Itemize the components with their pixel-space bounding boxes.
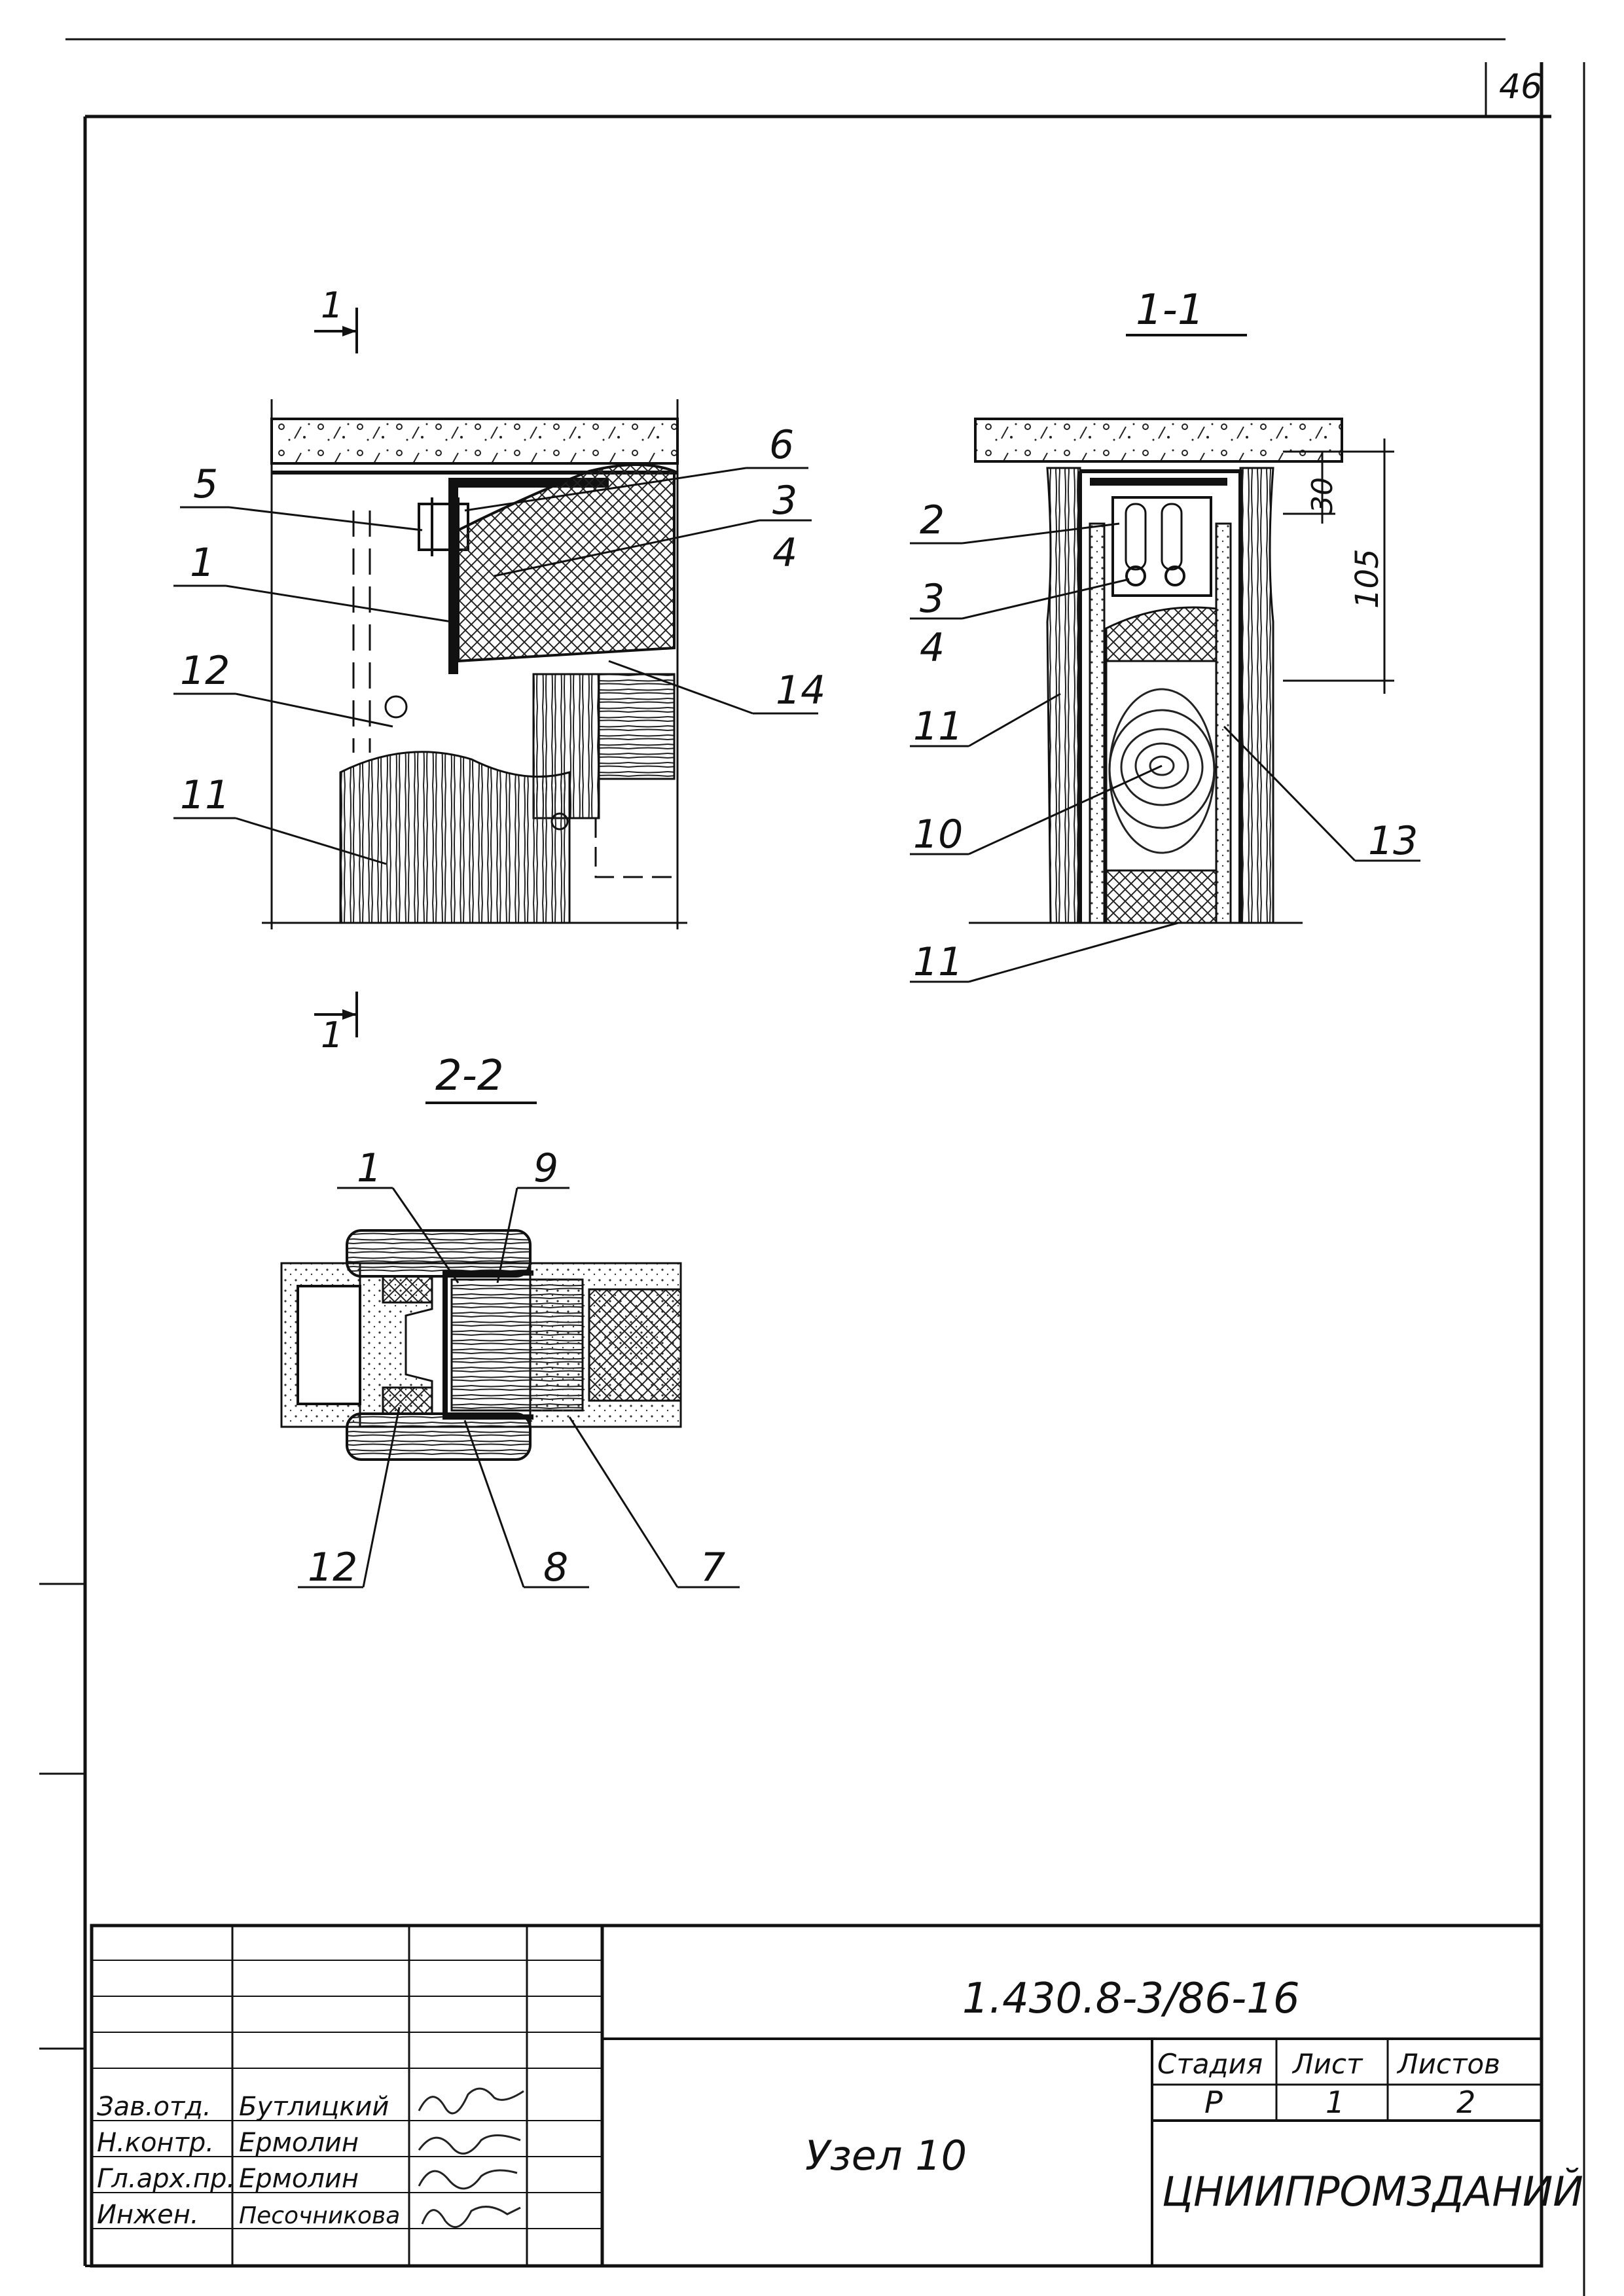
signer-name-3: Ермолин	[239, 2164, 359, 2194]
callout-s22-12: 12	[308, 1545, 357, 1590]
section-1-1: 1-1	[969, 286, 1394, 924]
title-block: 1.430.8-3/86-16 Узел 10 ЦНИИПРОМЗДАНИЙ С…	[90, 1924, 1583, 2268]
callout-main-4: 4	[772, 530, 797, 576]
plate-right-1-1	[1215, 522, 1232, 924]
callout-s22-8: 8	[543, 1545, 568, 1590]
insulation-top-1-1	[1105, 606, 1218, 662]
sheets-header: Листов	[1396, 2048, 1500, 2080]
signer-role-3: Гл.арх.пр.	[97, 2164, 235, 2194]
dimension-30: 30	[1306, 477, 1339, 514]
sheet-frame	[39, 38, 1585, 2296]
timber-post	[339, 751, 571, 924]
callout-main-3: 3	[772, 478, 797, 524]
insulation-block	[457, 463, 676, 663]
callout-main-12: 12	[180, 648, 230, 694]
sheet-header: Лист	[1291, 2048, 1363, 2080]
elevation-view: 1 1	[262, 285, 687, 1056]
callout-s11-13: 13	[1368, 818, 1418, 864]
sheets-value: 2	[1456, 2085, 1475, 2120]
signer-role-2: Н.контр.	[97, 2128, 214, 2158]
section-2-2: 2-2	[280, 1052, 682, 1461]
section-1-1-title: 1-1	[1136, 286, 1204, 334]
bolt-a-1-1	[1125, 565, 1146, 586]
callout-s22-9: 9	[533, 1145, 558, 1191]
organization: ЦНИИПРОМЗДАНИЙ	[1162, 2167, 1583, 2215]
wood-rings-1-1	[1108, 688, 1216, 854]
callout-main-11: 11	[180, 772, 230, 818]
bracket-1-1	[1111, 496, 1212, 597]
signer-name-1: Бутлицкий	[239, 2092, 389, 2122]
steel-channel-1-1	[1078, 469, 1242, 923]
signer-name-4: Песочникова	[239, 2202, 400, 2229]
concrete-slab	[270, 418, 679, 465]
callout-s11-11a: 11	[913, 704, 963, 749]
callout-main-6: 6	[769, 422, 794, 468]
signer-role-4: Инжен.	[97, 2200, 199, 2230]
cut-mark-top: 1	[321, 285, 343, 326]
callout-s11-3: 3	[920, 576, 945, 622]
dimension-105: 105	[1349, 548, 1386, 609]
callout-main-14: 14	[776, 668, 825, 713]
stage-header: Стадия	[1157, 2048, 1263, 2080]
timber-right-1-1	[1239, 467, 1274, 924]
sheet-value: 1	[1326, 2085, 1344, 2120]
page-number: 46	[1499, 67, 1542, 107]
callout-s11-4: 4	[920, 625, 945, 671]
plate-left-1-1	[1089, 522, 1106, 924]
callout-s11-11b: 11	[913, 939, 963, 985]
section-2-2-callouts: 1 9 12 8 7	[298, 1145, 740, 1590]
timber-end	[598, 673, 676, 780]
callout-s11-10: 10	[913, 812, 963, 857]
elevation-callouts: 5 1 12 11 6 3 4 14	[173, 422, 825, 865]
drawing-title: Узел 10	[805, 2132, 967, 2179]
cut-mark-bottom: 1	[321, 1014, 343, 1056]
insulation-2-2	[588, 1288, 682, 1402]
bolt-b-1-1	[1164, 565, 1185, 586]
signature-marks	[418, 2087, 524, 2228]
callout-main-1: 1	[190, 540, 215, 586]
signer-name-2: Ермолин	[239, 2128, 359, 2158]
section-1-1-callouts: 2 3 4 11 10 13 11	[910, 497, 1420, 985]
steel-channel-2-2	[442, 1270, 533, 1420]
concrete-slab-1-1	[974, 418, 1343, 463]
callout-s22-1: 1	[357, 1145, 382, 1191]
callout-s11-2: 2	[920, 497, 945, 543]
stage-value: Р	[1204, 2085, 1223, 2120]
callout-main-5: 5	[193, 461, 218, 507]
section-2-2-title: 2-2	[435, 1052, 504, 1100]
timber-cap-bottom-2-2	[346, 1412, 532, 1461]
doc-code: 1.430.8-3/86-16	[962, 1975, 1300, 2023]
signer-role-1: Зав.отд.	[97, 2092, 211, 2122]
callout-s22-7: 7	[700, 1545, 725, 1590]
timber-left-1-1	[1046, 467, 1081, 924]
insulation-bottom-1-1	[1105, 869, 1218, 924]
